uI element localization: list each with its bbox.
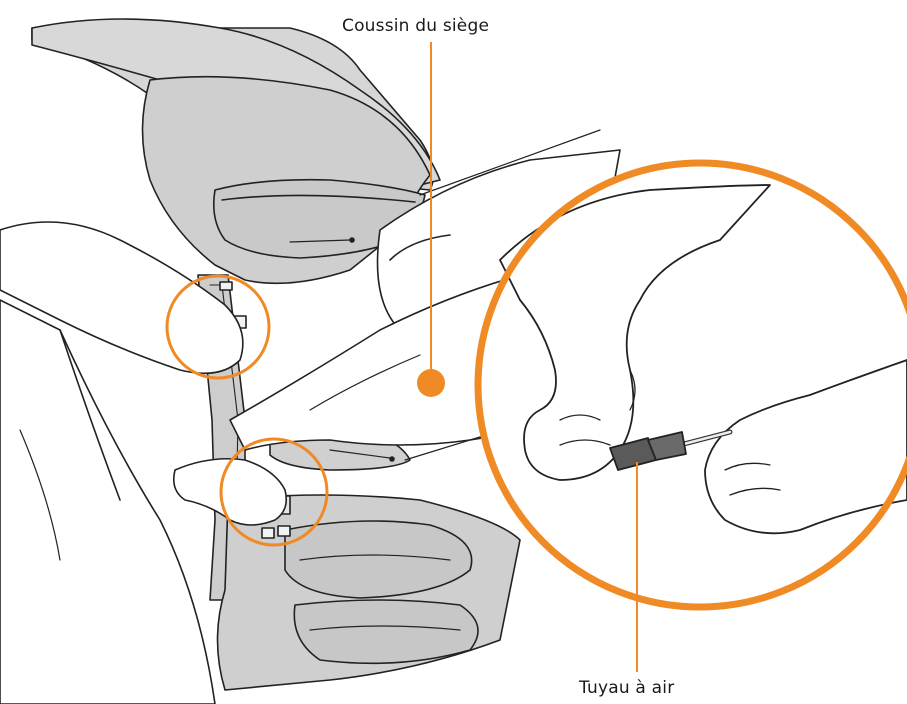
- strap-clip-lower-b: [278, 526, 290, 536]
- seat-cushion-marker: [417, 369, 445, 397]
- seat-cushion-label: Coussin du siège: [342, 16, 489, 36]
- strap-clip-lower-a: [262, 528, 274, 538]
- lower-cushion-right: [294, 600, 478, 663]
- magnified-inset: [478, 163, 907, 607]
- left-hand-lower: [174, 459, 287, 525]
- air-hose-label: Tuyau à air: [579, 678, 674, 698]
